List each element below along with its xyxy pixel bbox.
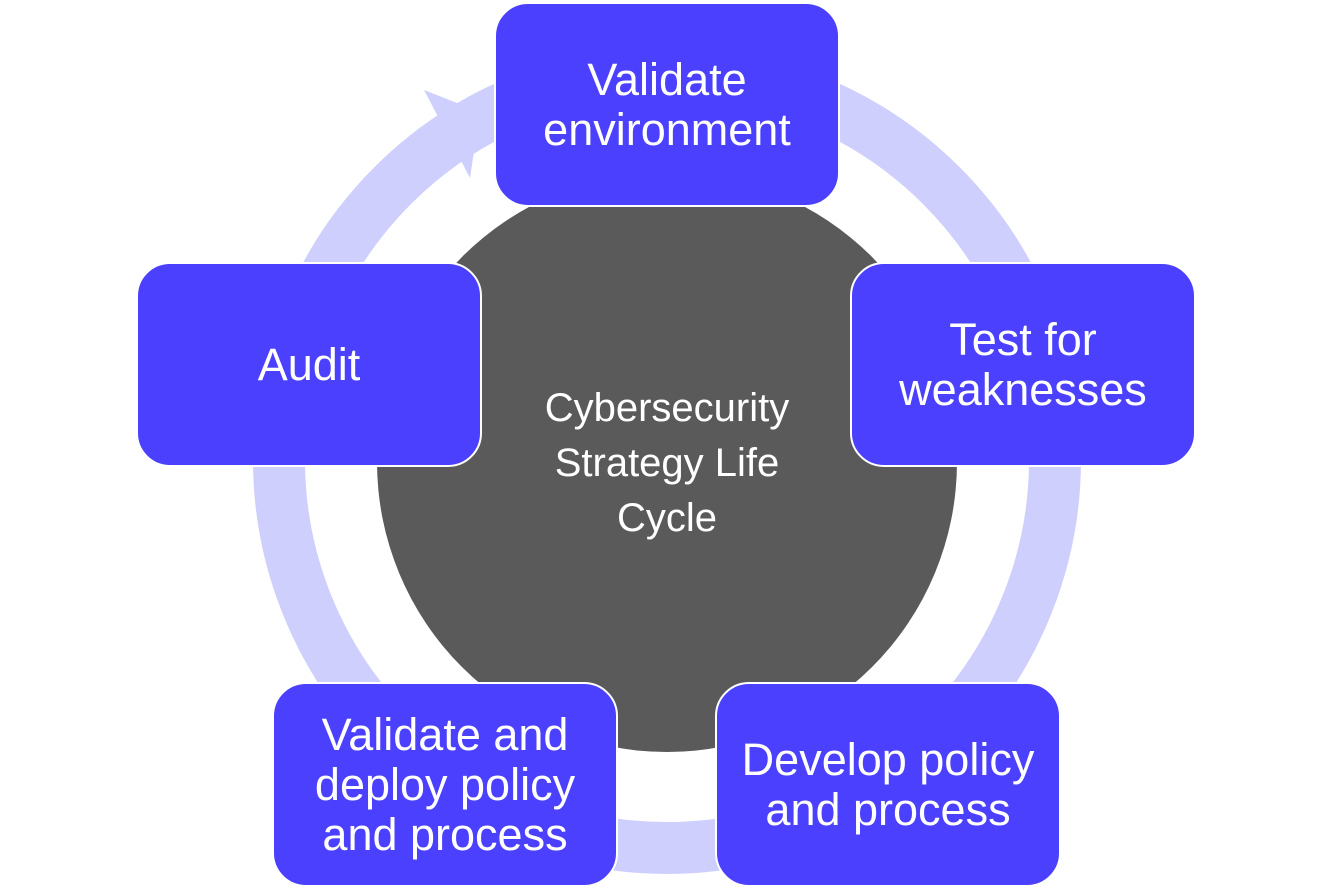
stage-validate-environment: Validate environment: [494, 2, 840, 207]
center-label: Cybersecurity Strategy Life Cycle: [544, 385, 790, 540]
stage-validate-and-deploy-policy-and-process: Validate and deploy policy and process: [272, 682, 618, 887]
stage-test-for-weaknesses: Test for weaknesses: [850, 262, 1196, 467]
stage-audit: Audit: [136, 262, 482, 467]
cycle-arrowhead-icon: [424, 90, 480, 178]
stage-develop-policy-and-process: Develop policy and process: [715, 682, 1061, 887]
center-circle: [377, 172, 957, 752]
